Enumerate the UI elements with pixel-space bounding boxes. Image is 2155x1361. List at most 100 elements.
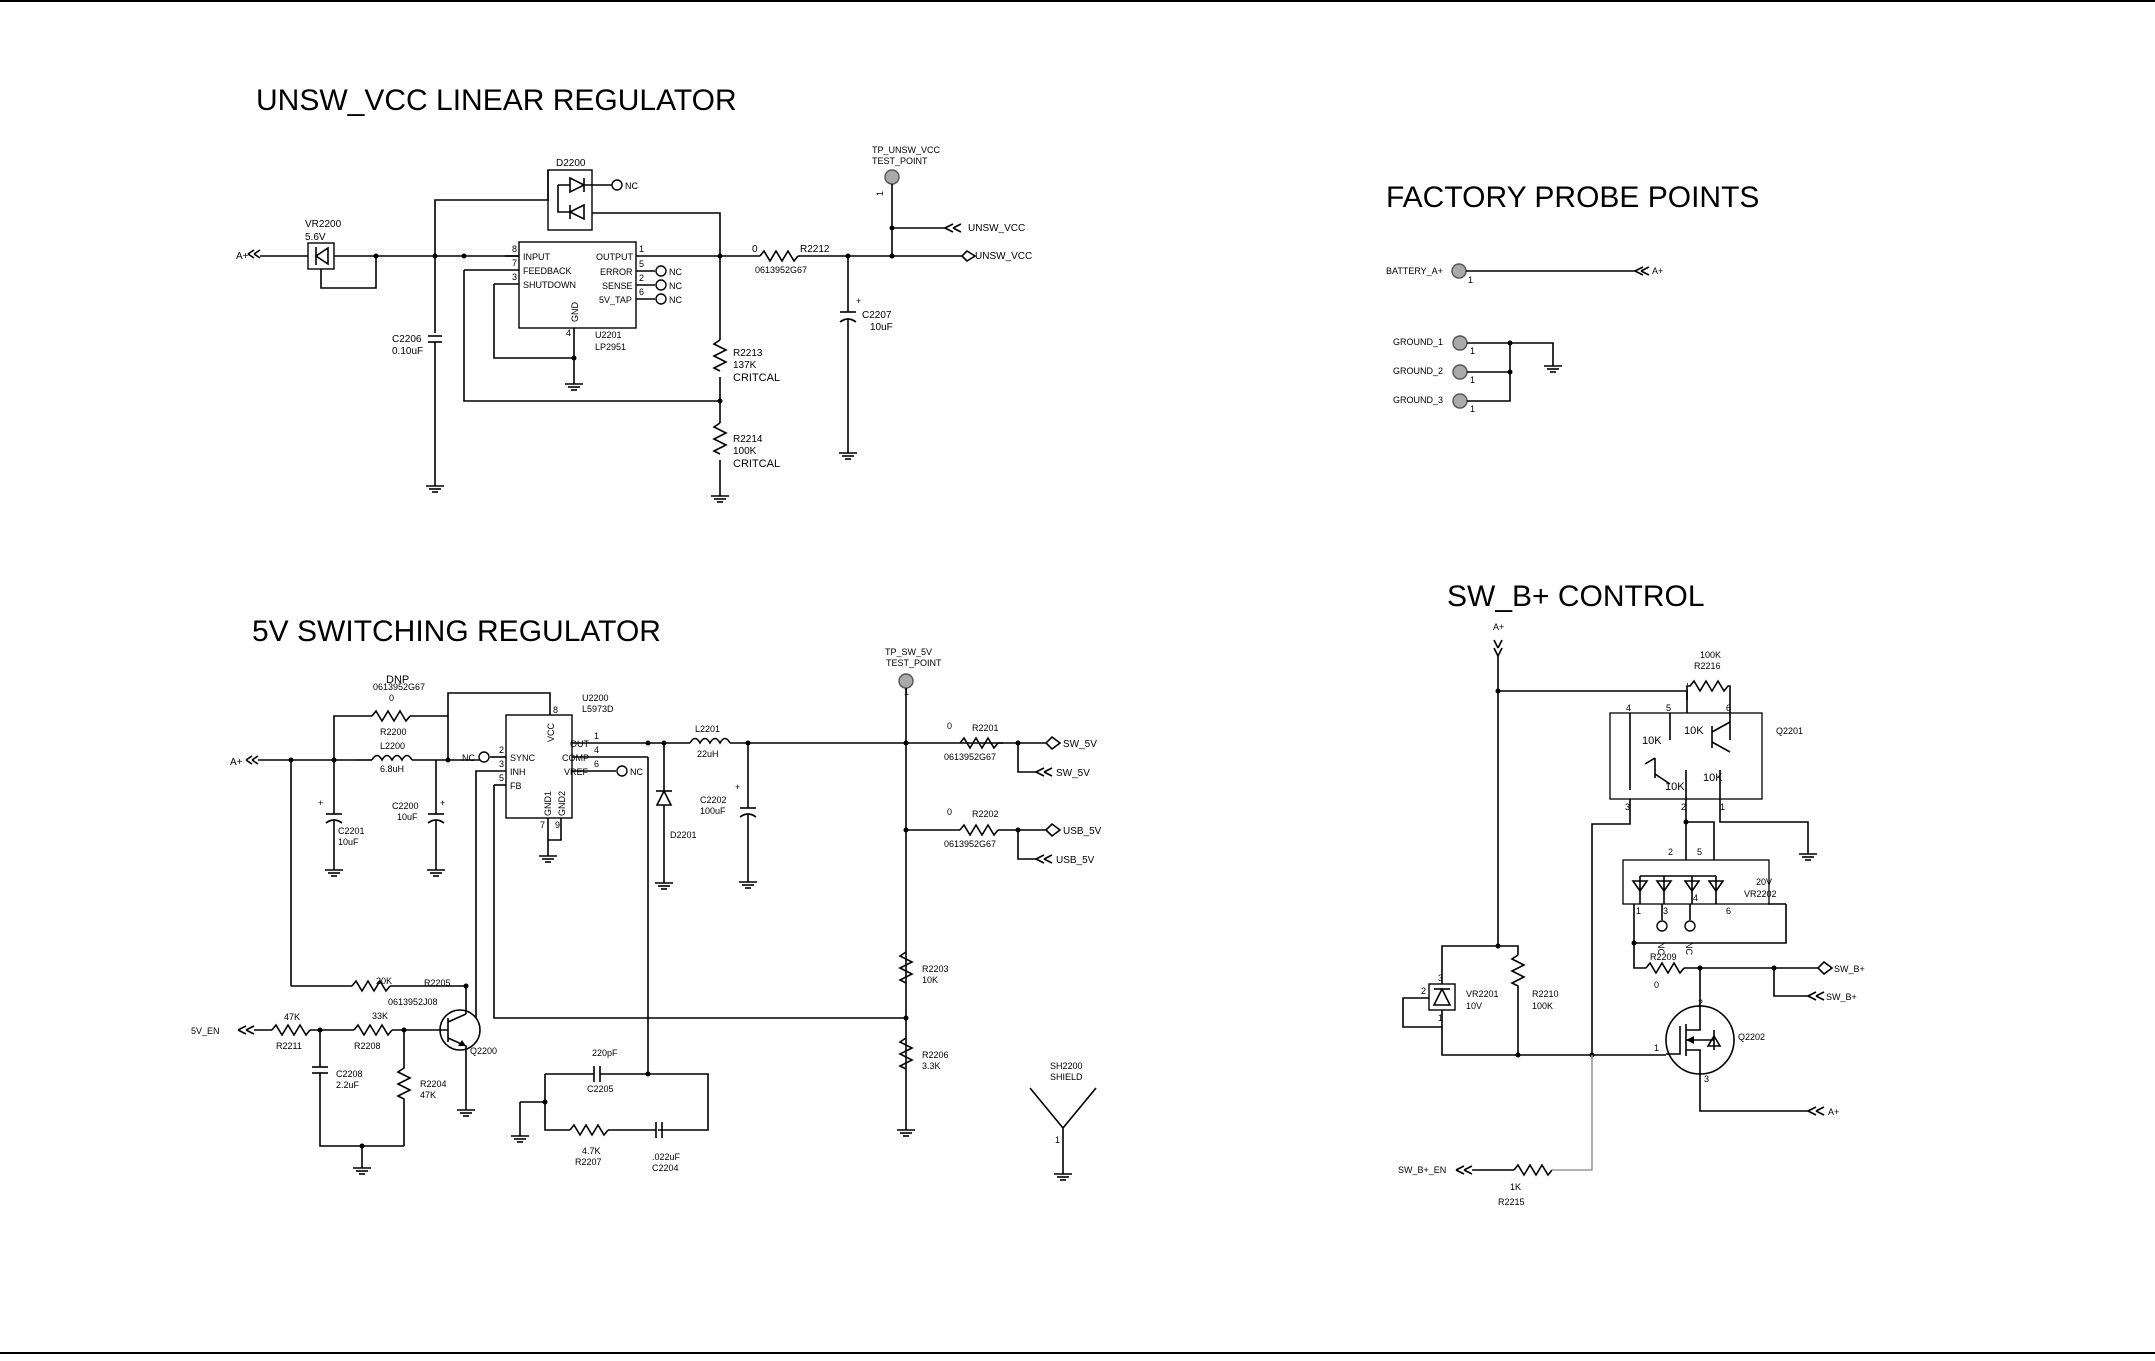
svg-text:33K: 33K xyxy=(372,1011,388,1021)
tp-ground-1[interactable] xyxy=(1452,335,1468,351)
svg-text:NC: NC xyxy=(1684,942,1694,955)
svg-text:8: 8 xyxy=(512,244,517,254)
svg-text:100K: 100K xyxy=(1532,1001,1553,1011)
tp-ground-3[interactable] xyxy=(1452,393,1468,409)
svg-text:NC: NC xyxy=(669,281,682,291)
svg-text:R2215: R2215 xyxy=(1498,1197,1525,1207)
svg-text:2: 2 xyxy=(1668,847,1673,857)
svg-text:C2205: C2205 xyxy=(587,1084,614,1094)
svg-text:6: 6 xyxy=(1726,703,1731,713)
svg-text:2: 2 xyxy=(1681,802,1686,812)
svg-text:2: 2 xyxy=(1698,998,1703,1008)
svg-text:A+: A+ xyxy=(230,757,243,768)
svg-text:3: 3 xyxy=(1438,973,1443,983)
svg-text:1K: 1K xyxy=(1510,1182,1521,1192)
svg-text:VREF: VREF xyxy=(564,767,589,777)
usb-out-2: USB_5V xyxy=(1056,855,1095,866)
tp-sw-5v[interactable] xyxy=(898,673,914,689)
d2200-diode-icon xyxy=(547,169,593,231)
svg-text:GND: GND xyxy=(570,302,580,323)
vr2200-zener-icon xyxy=(307,242,335,270)
svg-text:100uF: 100uF xyxy=(700,806,726,816)
svg-text:SENSE: SENSE xyxy=(602,281,633,291)
svg-text:100K: 100K xyxy=(1700,650,1721,660)
svg-text:FB: FB xyxy=(510,781,522,791)
tp-battery[interactable] xyxy=(1451,263,1467,279)
unsw-in-port: A+ xyxy=(236,251,249,262)
svg-text:10uF: 10uF xyxy=(397,812,418,822)
svg-text:C2200: C2200 xyxy=(392,801,419,811)
svg-text:U2200: U2200 xyxy=(582,693,609,703)
svg-text:R2200: R2200 xyxy=(380,727,407,737)
sw5v-out-2: SW_5V xyxy=(1056,768,1090,779)
svg-text:C2204: C2204 xyxy=(652,1163,679,1173)
svg-text:+: + xyxy=(440,798,445,808)
svg-text:+: + xyxy=(318,798,323,808)
svg-text:L5973D: L5973D xyxy=(582,704,614,714)
svg-text:10K: 10K xyxy=(1642,735,1662,747)
svg-text:1: 1 xyxy=(639,244,644,254)
svg-text:0: 0 xyxy=(389,693,394,703)
svg-text:R2203: R2203 xyxy=(922,964,949,974)
svg-text:47K: 47K xyxy=(420,1090,436,1100)
svg-text:6.8uH: 6.8uH xyxy=(380,764,404,774)
svg-text:CRITCAL: CRITCAL xyxy=(733,458,780,470)
svg-text:COMP: COMP xyxy=(562,753,589,763)
svg-text:VR2201: VR2201 xyxy=(1466,989,1499,999)
svg-text:137K: 137K xyxy=(733,360,757,371)
svg-text:R2208: R2208 xyxy=(354,1041,381,1051)
svg-text:4: 4 xyxy=(1626,703,1631,713)
swb-out-2: SW_B+ xyxy=(1826,992,1857,1002)
svg-text:10uF: 10uF xyxy=(870,322,893,333)
svg-text:C2206: C2206 xyxy=(392,334,422,345)
svg-text:GND1: GND1 xyxy=(543,791,553,816)
svg-text:NC: NC xyxy=(625,181,638,191)
tp-unsw-vcc[interactable] xyxy=(884,169,900,185)
svg-text:FEEDBACK: FEEDBACK xyxy=(523,266,572,276)
svg-text:.022uF: .022uF xyxy=(652,1152,681,1162)
svg-text:4: 4 xyxy=(1693,893,1698,903)
svg-text:1: 1 xyxy=(1470,346,1475,356)
svg-text:3: 3 xyxy=(499,759,504,769)
svg-text:10K: 10K xyxy=(922,975,938,985)
svg-text:6: 6 xyxy=(594,759,599,769)
svg-text:R2204: R2204 xyxy=(420,1079,447,1089)
svg-text:C2208: C2208 xyxy=(336,1069,363,1079)
unsw-out-2: UNSW_VCC xyxy=(975,251,1032,262)
svg-text:BATTERY_A+: BATTERY_A+ xyxy=(1386,266,1443,276)
svg-text:R2206: R2206 xyxy=(922,1050,949,1060)
svg-text:3: 3 xyxy=(1625,802,1630,812)
sh2200-shield-icon xyxy=(1029,1087,1097,1166)
svg-text:5: 5 xyxy=(1697,847,1702,857)
svg-text:R2209: R2209 xyxy=(1650,952,1677,962)
svg-text:47K: 47K xyxy=(284,1012,300,1022)
svg-text:0613952G67: 0613952G67 xyxy=(755,265,807,275)
svg-text:1: 1 xyxy=(1636,906,1641,916)
tp-ground-2[interactable] xyxy=(1452,364,1468,380)
svg-text:GROUND_3: GROUND_3 xyxy=(1393,395,1443,405)
unsw-section: A+ VR2200 5.6V D2200 NC C2206 0.10uF 8 I… xyxy=(236,145,1032,503)
svg-text:R2202: R2202 xyxy=(972,809,999,819)
vr2202-array-icon xyxy=(1622,859,1770,905)
svg-text:TEST_POINT: TEST_POINT xyxy=(886,658,942,668)
svg-text:22uH: 22uH xyxy=(697,749,719,759)
svg-text:NC: NC xyxy=(630,767,643,777)
svg-text:5: 5 xyxy=(639,259,644,269)
svg-text:1: 1 xyxy=(1055,1135,1060,1145)
svg-text:CRITCAL: CRITCAL xyxy=(733,372,780,384)
svg-text:10V: 10V xyxy=(1466,1001,1482,1011)
svg-text:SYNC: SYNC xyxy=(510,753,536,763)
svg-text:NC: NC xyxy=(669,295,682,305)
svg-text:SHIELD: SHIELD xyxy=(1050,1072,1083,1082)
svg-text:1: 1 xyxy=(1438,1013,1443,1023)
svg-text:100K: 100K xyxy=(733,446,757,457)
svg-text:9: 9 xyxy=(555,820,560,830)
svg-text:LP2951: LP2951 xyxy=(595,342,626,352)
svg-text:1: 1 xyxy=(875,191,885,196)
svg-text:OUTPUT: OUTPUT xyxy=(596,252,634,262)
svg-text:INH: INH xyxy=(510,767,526,777)
svg-text:3: 3 xyxy=(1704,1074,1709,1084)
svg-text:2: 2 xyxy=(1421,986,1426,996)
svg-text:ERROR: ERROR xyxy=(600,267,633,277)
